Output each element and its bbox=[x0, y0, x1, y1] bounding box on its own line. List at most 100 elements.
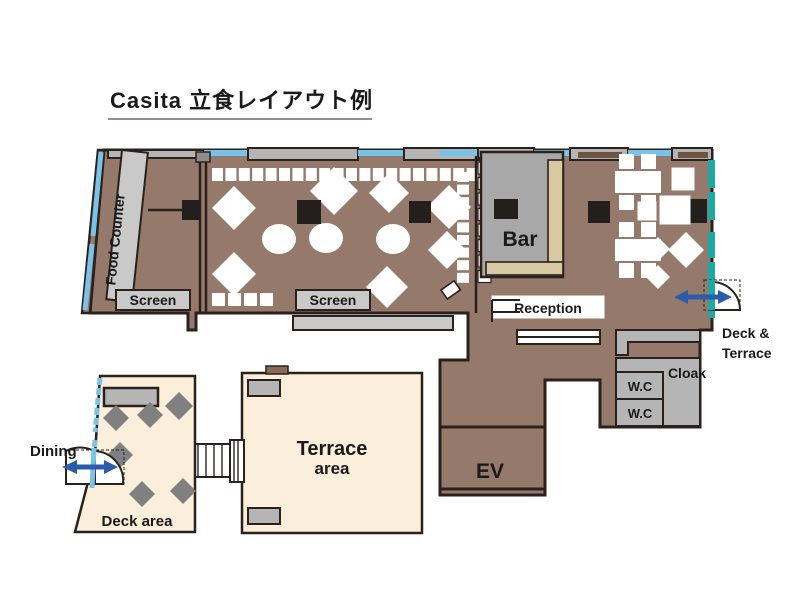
loose-diamond-tables bbox=[646, 232, 704, 289]
chair bbox=[228, 293, 241, 306]
terrace-area: Terrace area bbox=[240, 371, 424, 535]
chair-column-right bbox=[457, 172, 469, 283]
round-table bbox=[309, 223, 343, 253]
chair bbox=[399, 168, 411, 181]
chair bbox=[413, 168, 424, 181]
left-slanted-wall bbox=[80, 148, 106, 315]
chair-row-bottom bbox=[212, 293, 273, 306]
wc-lower: W.C bbox=[615, 398, 664, 427]
bar-pillar bbox=[494, 199, 518, 219]
structural-pillar bbox=[409, 201, 431, 223]
structural-pillar bbox=[588, 201, 610, 223]
terrace-label-line2: area bbox=[315, 459, 351, 478]
screen-left-label: Screen bbox=[130, 292, 177, 308]
door-swing-arrow bbox=[674, 290, 732, 304]
cloak-label: Cloak bbox=[668, 365, 706, 381]
terrace-bench-top bbox=[247, 379, 281, 397]
diamond-table bbox=[212, 186, 256, 230]
chair bbox=[292, 168, 304, 181]
chair bbox=[372, 168, 384, 181]
dining-label: Dining bbox=[30, 443, 77, 460]
wc-lower-label: W.C bbox=[628, 406, 653, 421]
terrace-bench-bottom bbox=[247, 507, 281, 525]
chair bbox=[212, 168, 223, 181]
chair bbox=[641, 154, 656, 169]
screen-center: Screen bbox=[295, 289, 371, 311]
window-left-upper bbox=[90, 151, 104, 237]
chair bbox=[457, 222, 469, 233]
reception-side-shelf bbox=[491, 299, 520, 322]
reception-label: Reception bbox=[514, 300, 582, 316]
loose-square-tables bbox=[637, 167, 695, 225]
deck-terrace-label-line2: Terrace bbox=[722, 345, 772, 361]
diamond-table bbox=[369, 173, 409, 213]
wc-upper-label: W.C bbox=[628, 379, 653, 394]
deck-bench bbox=[102, 386, 160, 408]
chair bbox=[426, 168, 438, 181]
chair bbox=[212, 293, 225, 306]
deck-table bbox=[129, 481, 155, 507]
diamond-table bbox=[427, 185, 471, 229]
chair bbox=[319, 168, 331, 181]
hall-partition bbox=[195, 151, 211, 313]
deck-table bbox=[165, 392, 193, 420]
chair bbox=[359, 168, 371, 181]
chair bbox=[386, 168, 398, 181]
diamond-table bbox=[310, 167, 358, 215]
wc-upper: W.C bbox=[615, 371, 664, 400]
round-table bbox=[376, 224, 410, 254]
page-title: Casita 立食レイアウト例 bbox=[110, 88, 373, 113]
reception-desk bbox=[516, 329, 601, 345]
diamond-table bbox=[428, 231, 466, 269]
chair bbox=[252, 168, 264, 181]
chair bbox=[619, 154, 634, 169]
chair bbox=[619, 263, 634, 278]
deck-terrace-door bbox=[674, 279, 742, 311]
chair bbox=[244, 293, 257, 306]
diamond-table bbox=[366, 266, 408, 308]
chair bbox=[457, 272, 469, 283]
ev-lobby: EV bbox=[438, 425, 547, 491]
terrace-top-stub bbox=[265, 365, 289, 375]
structural-pillar bbox=[297, 200, 321, 224]
dining-table bbox=[615, 171, 661, 193]
chair bbox=[346, 168, 357, 181]
bar-area: Bar bbox=[479, 150, 565, 279]
window-left-lower bbox=[82, 243, 95, 311]
screen-center-label: Screen bbox=[310, 292, 357, 308]
top-wall-windows bbox=[107, 147, 713, 161]
chair bbox=[265, 168, 277, 181]
chair bbox=[238, 168, 250, 181]
round-table-group bbox=[262, 223, 410, 254]
diamond-table-group bbox=[212, 167, 471, 308]
deck-table bbox=[137, 402, 163, 428]
chair bbox=[225, 168, 237, 181]
screen-left: Screen bbox=[115, 289, 191, 311]
deck-table bbox=[170, 478, 196, 504]
dining-door-arrow bbox=[62, 460, 118, 474]
deck-table bbox=[103, 405, 129, 431]
chair bbox=[457, 184, 469, 195]
dining-table bbox=[615, 239, 661, 261]
deck-terrace-label-line1: Deck & bbox=[722, 325, 769, 341]
terrace-label-line1: Terrace bbox=[297, 438, 368, 460]
chair bbox=[466, 168, 478, 181]
chair bbox=[260, 293, 273, 306]
stairs-connector bbox=[189, 439, 245, 483]
chair bbox=[457, 260, 469, 271]
bench-left bbox=[292, 315, 454, 331]
chair bbox=[457, 172, 469, 182]
chair bbox=[439, 168, 451, 181]
chair bbox=[619, 222, 634, 237]
bar-counter-bottom bbox=[485, 261, 564, 276]
dining-door bbox=[56, 446, 125, 489]
structural-pillar bbox=[182, 200, 200, 220]
deck-area-label: Deck area bbox=[102, 513, 174, 530]
diamond-table bbox=[212, 252, 256, 296]
round-table bbox=[262, 224, 296, 254]
chair bbox=[279, 168, 290, 181]
chair bbox=[641, 222, 656, 237]
ev-label: EV bbox=[476, 460, 504, 483]
